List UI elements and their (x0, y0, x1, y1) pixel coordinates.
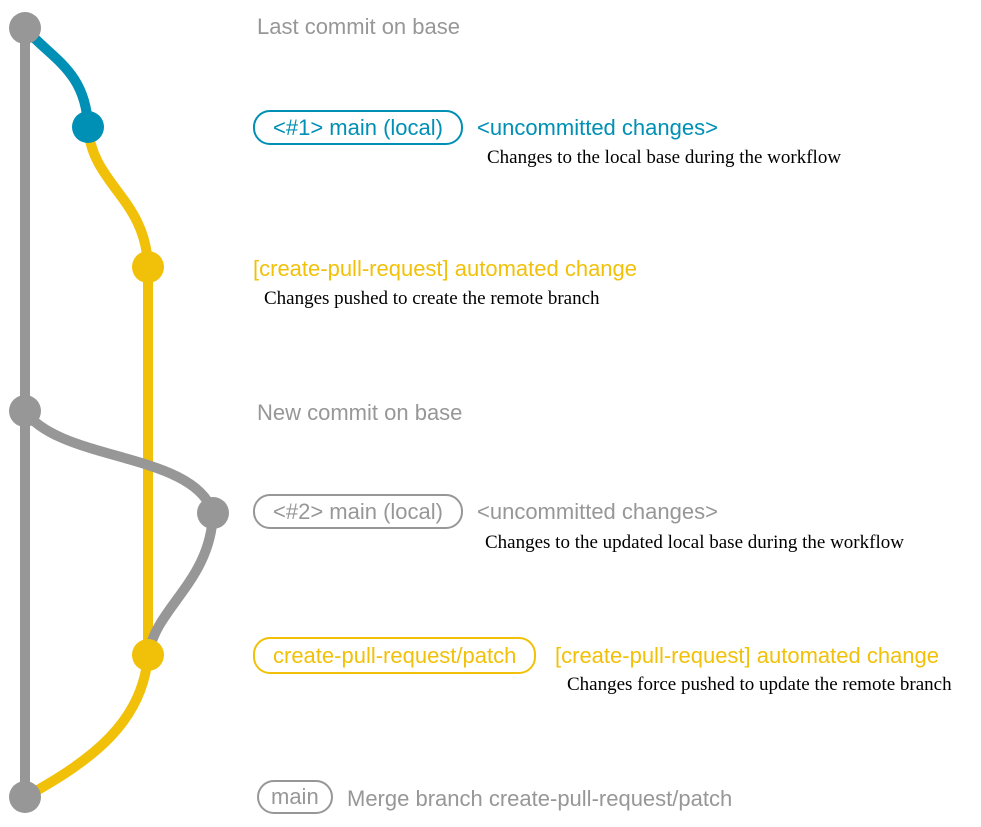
automated-change-label-1: [create-pull-request] automated change (253, 256, 638, 281)
local-to-patch-merge-curve (144, 512, 218, 654)
caption-local-2: Changes to the updated local base during… (485, 532, 904, 553)
commit-dot-merge (9, 781, 41, 813)
automated-change-label-2: [create-pull-request] automated change (555, 643, 940, 668)
local-branch-curve-1 (21, 24, 93, 128)
patch-branch-curve-1 (83, 126, 153, 268)
commit-dot-last-base (9, 12, 41, 44)
branch-badge-patch: create-pull-request/patch (253, 637, 537, 674)
commit-dot-patch-2 (132, 639, 164, 671)
caption-push-2: Changes force pushed to update the remot… (567, 674, 952, 695)
merge-message-label: Merge branch create-pull-request/patch (347, 786, 733, 811)
caption-local-1: Changes to the local base during the wor… (487, 147, 842, 168)
patch-to-base-merge-curve (24, 654, 153, 801)
commit-dot-new-base (9, 395, 41, 427)
new-commit-label: New commit on base (257, 400, 463, 425)
uncommitted-changes-label-2: <uncommitted changes> (477, 499, 718, 524)
branch-badge-main-local-1: <#1> main (local) (253, 110, 463, 145)
local-branch-curve-2 (20, 407, 218, 515)
branch-badge-main-local-2: <#2> main (local) (253, 494, 463, 529)
caption-push-1: Changes pushed to create the remote bran… (264, 288, 600, 309)
last-commit-label: Last commit on base (257, 14, 460, 39)
branch-badge-main: main (257, 780, 333, 814)
commit-dot-patch-1 (132, 251, 164, 283)
uncommitted-changes-label-1: <uncommitted changes> (477, 115, 718, 140)
commit-dot-local-1 (72, 111, 104, 143)
commit-dot-local-2 (197, 497, 229, 529)
